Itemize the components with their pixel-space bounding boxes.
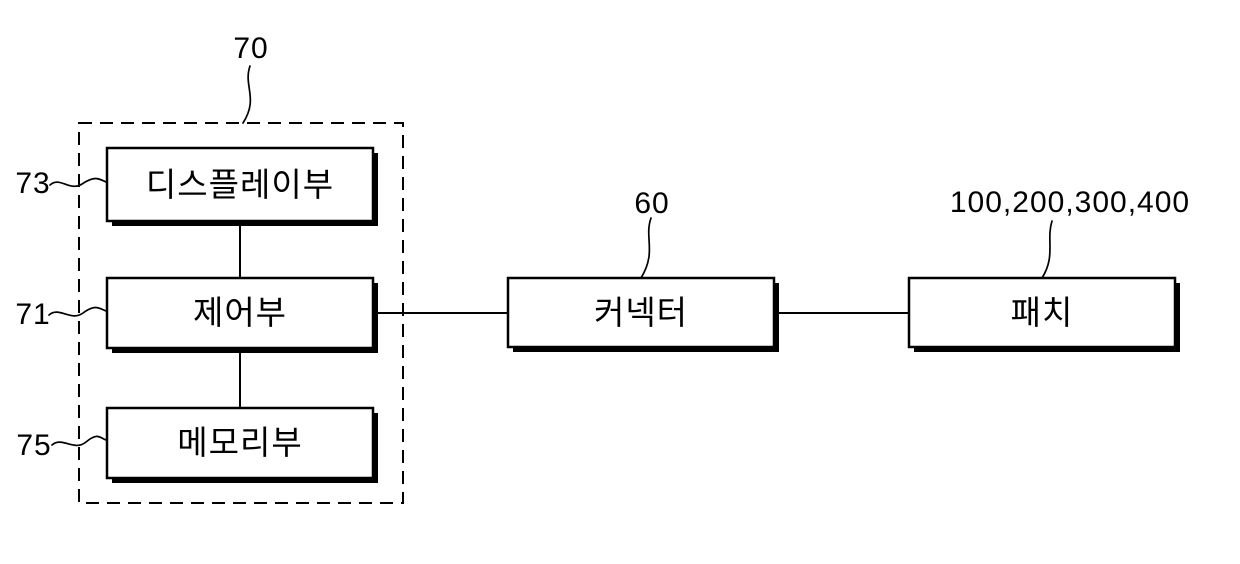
ref-label-75: 75 [16, 429, 51, 462]
leader-line-60 [640, 217, 652, 279]
ref-label-70: 70 [233, 32, 268, 65]
patch-box-label: 패치 [1011, 294, 1074, 331]
display-box-body [105, 146, 375, 223]
control-box: 제어부 [105, 276, 378, 353]
control-box-label: 제어부 [193, 294, 287, 331]
connector-box-label: 커넥터 [594, 294, 688, 331]
memory-box: 메모리부 [105, 406, 378, 483]
patch-box-body [907, 276, 1177, 349]
display-box-label: 디스플레이부 [146, 166, 334, 203]
ref-label-73: 73 [15, 167, 50, 200]
display-box: 디스플레이부 [105, 146, 378, 226]
connector-box-body [506, 276, 776, 349]
leader-line-75 [51, 435, 107, 447]
memory-box-label: 메모리부 [177, 424, 302, 461]
ref-label-71: 71 [15, 298, 50, 331]
leader-line-73 [49, 177, 107, 188]
patch-box: 패치 [907, 276, 1180, 352]
leader-line-100-400 [1041, 220, 1053, 279]
leader-line-70 [242, 65, 252, 124]
control-box-body [105, 276, 375, 350]
ref-label-60: 60 [634, 187, 669, 220]
memory-box-body [105, 406, 375, 480]
connector-box: 커넥터 [506, 276, 779, 352]
leader-line-71 [48, 306, 107, 317]
ref-label-100-400: 100,200,300,400 [950, 186, 1190, 219]
